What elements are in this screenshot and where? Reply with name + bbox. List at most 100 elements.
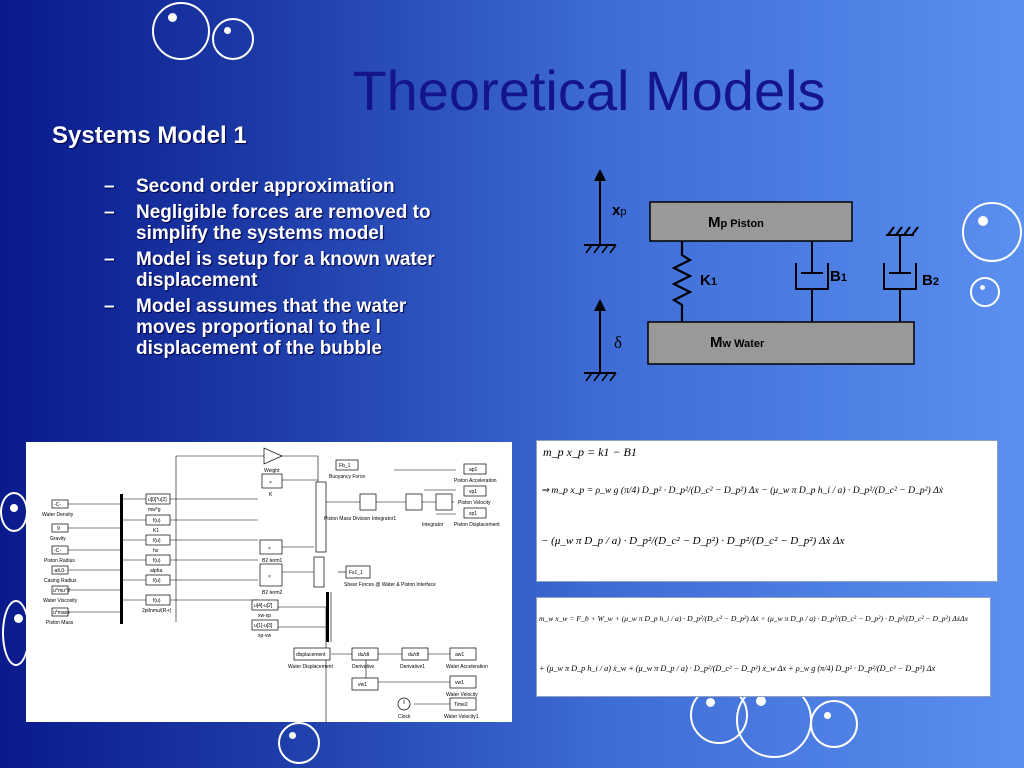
svg-text:B2 term1: B2 term1 (262, 558, 283, 564)
bullet-dash: – (104, 249, 115, 270)
svg-text:Piston Mass Division: Piston Mass Division (324, 516, 370, 522)
svg-text:Water Velocity1: Water Velocity1 (444, 714, 479, 720)
svg-text:hs: hs (153, 548, 159, 554)
svg-text:Casing Radius: Casing Radius (44, 578, 77, 584)
delta-label: δ (614, 333, 622, 352)
svg-text:Piston Mass: Piston Mass (46, 620, 74, 626)
svg-text:Integrator1: Integrator1 (372, 516, 396, 522)
equation-line: m_w x_w = F_b + W_w + (μ_w π D_p h_i / a… (539, 614, 968, 623)
xp-label: xp (612, 202, 626, 219)
bubble-decoration (212, 18, 254, 60)
svg-text:Buoyancy Force: Buoyancy Force (329, 474, 365, 480)
bubble-decoration (970, 277, 1000, 307)
bullet-list: –Second order approximation –Negligible … (104, 176, 456, 364)
svg-text:Derivative: Derivative (352, 664, 374, 670)
demux-bar (326, 592, 329, 642)
arrow-head-icon (594, 299, 606, 311)
damper-b1-label: B1 (830, 268, 847, 285)
piston-equation-image: m_p x_p = k1 − B1 ⇒ m_p x_p = ρ_w g (π/4… (536, 440, 998, 582)
svg-text:-C-: -C- (54, 548, 61, 554)
mux-bar (120, 494, 123, 624)
bullet-item: –Model is setup for a known water displa… (104, 249, 456, 291)
integrator-block (435, 493, 453, 511)
wires (68, 455, 456, 722)
svg-text:Piston Radius: Piston Radius (44, 558, 75, 564)
svg-text:xp-vw: xp-vw (258, 633, 271, 639)
svg-text:Water Viscosity: Water Viscosity (43, 598, 78, 604)
bullet-text: Model assumes that the water moves propo… (136, 296, 407, 359)
svg-text:Derivative1: Derivative1 (400, 664, 425, 670)
svg-text:-alt.0-: -alt.0- (53, 568, 66, 574)
svg-text:Water Displacement: Water Displacement (288, 664, 333, 670)
svg-text:Gravity: Gravity (50, 536, 66, 542)
water-equation-image: m_w x_w = F_b + W_w + (μ_w π D_p h_i / a… (536, 597, 991, 697)
bullet-item: –Negligible forces are removed to simpli… (104, 202, 456, 244)
svg-text:Integrator: Integrator (422, 522, 444, 528)
svg-text:f(u): f(u) (153, 598, 161, 604)
equation-line: m_p x_p = k1 − B1 (543, 445, 637, 459)
svg-text:f(u): f(u) (153, 578, 161, 584)
bubble-decoration (152, 2, 210, 60)
bullet-item: –Second order approximation (104, 176, 456, 197)
svg-text:×: × (269, 480, 272, 486)
sum-block (315, 481, 327, 553)
svg-text:2piInmu/(R-r): 2piInmu/(R-r) (142, 608, 172, 614)
bubble-decoration (810, 700, 858, 748)
svg-text:xp1: xp1 (469, 511, 477, 517)
svg-text:u[4]-u[2]: u[4]-u[2] (254, 603, 273, 609)
bullet-text: Second order approximation (136, 176, 395, 197)
slide-title: Theoretical Models (352, 59, 826, 122)
svg-text:f(u): f(u) (153, 518, 161, 524)
bubble-decoration (0, 492, 28, 532)
svg-text:Weight: Weight (264, 468, 280, 474)
svg-text:mw*g: mw*g (148, 507, 161, 513)
damper-b2-label: B2 (922, 272, 939, 289)
svg-text:×: × (268, 546, 271, 552)
damper-b2-icon (883, 226, 919, 322)
svg-text:K1: K1 (153, 528, 159, 534)
bubble-decoration (278, 722, 320, 764)
svg-text:Clock: Clock (398, 714, 411, 720)
bullet-dash: – (104, 296, 115, 317)
ground-hatch-icon (585, 372, 617, 382)
piston-mass-label: Mp Piston (708, 214, 764, 231)
bullet-item: –Model assumes that the water moves prop… (104, 296, 456, 359)
piston-mass-block (649, 201, 853, 242)
svg-text:Fb_1: Fb_1 (339, 463, 351, 469)
svg-text:f(u): f(u) (153, 558, 161, 564)
svg-text:vw1: vw1 (455, 680, 464, 686)
product-block (261, 473, 283, 489)
svg-text:du/dt: du/dt (408, 652, 420, 658)
division-block (359, 493, 377, 511)
svg-text:f(u): f(u) (153, 538, 161, 544)
svg-text:-C-: -C- (54, 502, 61, 508)
svg-text:Piston Velocity: Piston Velocity (458, 500, 491, 506)
function-block-column: u[0]*u[2] mw*g f(u) K1 f(u) hs f(u) alph… (142, 493, 172, 614)
arrow-head-icon (594, 169, 606, 181)
water-mass-label: Mw Water (710, 334, 765, 351)
svg-text:ap1: ap1 (469, 467, 478, 473)
equation-line: ⇒ m_p x_p = ρ_w g (π/4) D_p² · D_p²/(D_c… (541, 485, 943, 496)
svg-text:Water Acceleration: Water Acceleration (446, 664, 488, 670)
svg-text:aw1: aw1 (455, 652, 464, 658)
gain-block (263, 447, 283, 465)
damper-b1-icon (795, 241, 829, 322)
spring-k1-icon (671, 241, 693, 322)
svg-text:alpha: alpha (150, 568, 162, 574)
svg-text:B2 term2: B2 term2 (262, 590, 283, 596)
svg-text:vp1: vp1 (469, 489, 477, 495)
equation-line: + (μ_w π D_p h_i / a) ẋ_w + (μ_w π D_p /… (539, 664, 936, 673)
bullet-dash: – (104, 176, 115, 197)
integrator1-block (405, 493, 423, 511)
spring-label: K1 (700, 272, 717, 289)
svg-text:Fs1_1: Fs1_1 (349, 570, 363, 576)
svg-text:xw-xp: xw-xp (258, 613, 271, 619)
svg-text:u*mass: u*mass (53, 610, 70, 616)
bullet-text: Negligible forces are removed to simplif… (136, 202, 431, 244)
svg-text:9: 9 (57, 526, 60, 532)
svg-text:×: × (268, 574, 271, 580)
